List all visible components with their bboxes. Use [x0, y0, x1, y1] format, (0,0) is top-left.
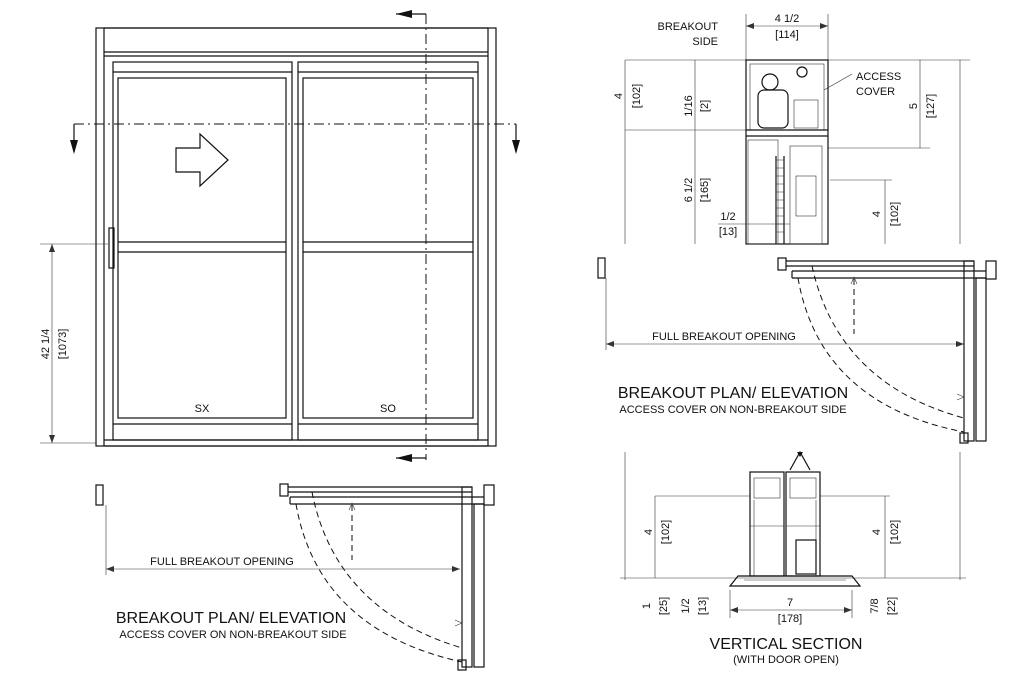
header-section: BREAKOUT SIDE 4 1/2 [114] ACC: [613, 13, 970, 245]
section-b1-mm: [25]: [658, 597, 670, 615]
slide-direction-arrow-icon: [175, 132, 229, 188]
access-cover-label-1: ACCESS: [856, 71, 901, 83]
door-handle: [108, 227, 115, 269]
dim-top-mm: [102]: [631, 84, 643, 108]
dim-right2-mm: [102]: [889, 202, 901, 226]
height-dimension-mm: [1073]: [57, 329, 69, 360]
breakout-side-label-1: BREAKOUT: [657, 21, 718, 33]
header-profile: [745, 59, 829, 245]
access-cover-label-2: COVER: [856, 86, 895, 98]
section-right-mm: [102]: [889, 520, 901, 544]
vertical-section: 7 [178] 4 [102] 4 [102] 1 [25] 1/2 [13] …: [620, 450, 966, 666]
leaf-left: [112, 61, 293, 441]
section-width-mm: [178]: [778, 613, 802, 625]
dim-right2-in: 4: [871, 211, 883, 217]
section-leaf-left: [749, 471, 785, 577]
leaf-label-so: SO: [380, 403, 396, 415]
section-title: VERTICAL SECTION: [710, 636, 863, 653]
plan-title-right: BREAKOUT PLAN/ ELEVATION: [618, 385, 848, 402]
leaf-label-sx: SX: [195, 403, 210, 415]
breakout-side-label-2: SIDE: [692, 36, 718, 48]
width-dimension-in: 4 1/2: [775, 13, 799, 25]
section-b2-in: 1/2: [680, 598, 692, 613]
dim-mid-in: 6 1/2: [683, 178, 695, 202]
section-b3-in: 7/8: [869, 598, 881, 613]
dim-right-mm: [127]: [925, 94, 937, 118]
dim-mid-mm: [165]: [699, 178, 711, 202]
height-dimension-in: 42 1/4: [40, 329, 52, 360]
plan-subtitle-left: ACCESS COVER ON NON-BREAKOUT SIDE: [119, 629, 346, 641]
section-subtitle: (WITH DOOR OPEN): [733, 654, 839, 666]
breakout-plan-left: FULL BREAKOUT OPENING BREAKOUT PLAN/ ELE…: [95, 483, 495, 671]
outer-frame: [95, 27, 497, 447]
door-elevation: 42 1/4 [1073] SX SO: [40, 10, 520, 462]
dim-right-in: 5: [908, 103, 920, 109]
width-dimension-mm: [114]: [775, 29, 799, 41]
section-leaf-right: [785, 471, 821, 577]
opening-label-left: FULL BREAKOUT OPENING: [150, 556, 294, 568]
dim-half-in: 1/2: [720, 211, 735, 223]
opening-label-right: FULL BREAKOUT OPENING: [652, 331, 796, 343]
section-width-in: 7: [787, 597, 793, 609]
dim-gap-in: 1/16: [683, 95, 695, 116]
dim-gap-mm: [2]: [699, 100, 711, 112]
section-b2-mm: [13]: [697, 597, 709, 615]
plan-title-left: BREAKOUT PLAN/ ELEVATION: [116, 610, 346, 627]
section-b1-in: 1: [641, 603, 653, 609]
plan-subtitle-right: ACCESS COVER ON NON-BREAKOUT SIDE: [619, 404, 846, 416]
threshold: [728, 575, 862, 587]
breakout-plan-right: FULL BREAKOUT OPENING BREAKOUT PLAN/ ELE…: [597, 257, 997, 444]
section-b3-mm: [22]: [886, 597, 898, 615]
dim-top-in: 4: [613, 93, 625, 99]
dim-half-mm: [13]: [719, 226, 737, 238]
leaf-right: [297, 61, 479, 441]
section-right-in: 4: [871, 529, 883, 535]
section-left-in: 4: [643, 529, 655, 535]
section-left-mm: [102]: [660, 520, 672, 544]
